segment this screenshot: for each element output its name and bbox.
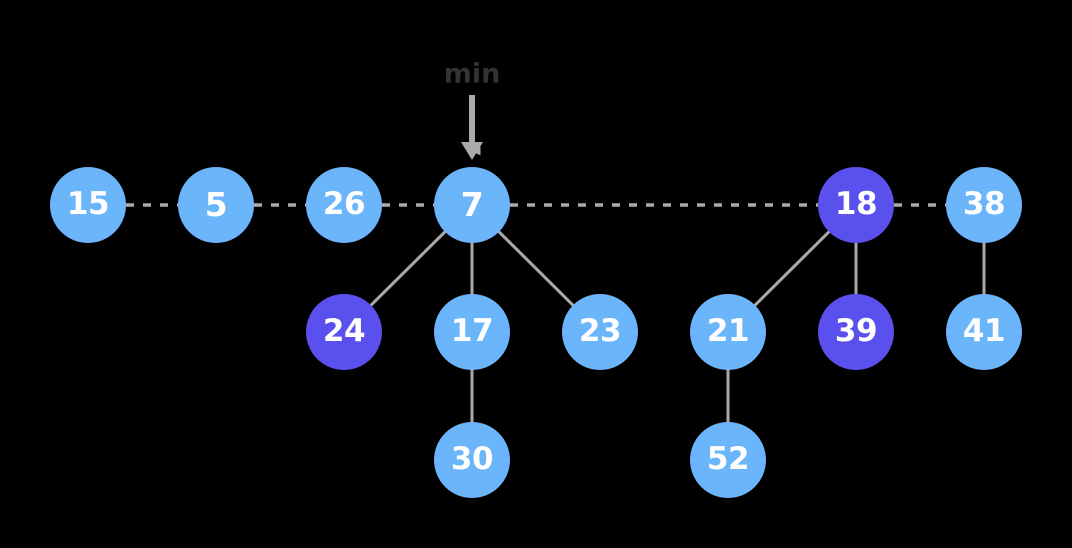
min-pointer-arrow — [461, 95, 483, 160]
min-annotation-label: min — [443, 58, 501, 90]
heap-node-52[interactable]: 52 — [690, 422, 766, 498]
heap-node-label: 5 — [204, 184, 228, 224]
heap-node-label: 26 — [322, 185, 366, 222]
heap-node-label: 39 — [834, 312, 878, 349]
edge-18-21 — [753, 229, 831, 308]
heap-node-label: 17 — [450, 312, 494, 349]
heap-node-21[interactable]: 21 — [690, 294, 766, 370]
heap-node-label: 52 — [706, 440, 750, 477]
tree-edges — [369, 229, 986, 423]
heap-node-label: 21 — [706, 312, 750, 349]
edge-7-23 — [497, 229, 575, 308]
heap-node-23[interactable]: 23 — [562, 294, 638, 370]
heap-node-label: 30 — [450, 440, 494, 477]
heap-node-label: 23 — [578, 312, 622, 349]
min-arrow-head — [461, 142, 483, 160]
heap-node-label: 15 — [66, 185, 110, 222]
heap-node-15[interactable]: 15 — [50, 167, 126, 243]
edge-7-24 — [369, 229, 447, 308]
heap-node-label: 41 — [962, 312, 1006, 349]
heap-node-label: 38 — [962, 185, 1006, 222]
heap-node-17[interactable]: 17 — [434, 294, 510, 370]
heap-node-label: 7 — [460, 184, 484, 224]
heap-node-38[interactable]: 38 — [946, 167, 1022, 243]
heap-node-26[interactable]: 26 — [306, 167, 382, 243]
heap-node-label: 24 — [322, 312, 366, 349]
heap-node-39[interactable]: 39 — [818, 294, 894, 370]
heap-node-24[interactable]: 24 — [306, 294, 382, 370]
heap-node-41[interactable]: 41 — [946, 294, 1022, 370]
heap-node-30[interactable]: 30 — [434, 422, 510, 498]
heap-node-7[interactable]: 7 — [434, 167, 510, 243]
heap-node-18[interactable]: 18 — [818, 167, 894, 243]
heap-node-label: 18 — [834, 185, 878, 222]
heap-node-5[interactable]: 5 — [178, 167, 254, 243]
